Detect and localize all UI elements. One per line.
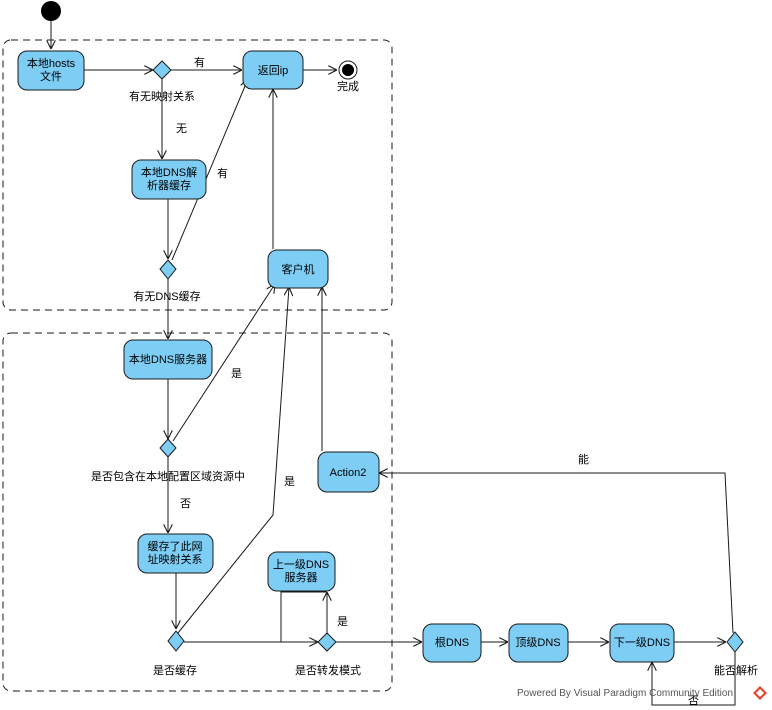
watermark-text: Powered By Visual Paradigm Community Edi… xyxy=(517,688,733,699)
decision-can-resolve[interactable] xyxy=(726,631,744,653)
decision-in-local-zone[interactable] xyxy=(159,438,177,458)
decision-has-mapping-label: 有无映射关系 xyxy=(129,89,195,103)
edge-label-no-2: 否 xyxy=(688,695,699,707)
initial-node xyxy=(41,1,61,21)
node-hosts-file[interactable]: 本地hosts 文件 xyxy=(17,50,85,91)
node-return-ip[interactable]: 返回ip xyxy=(242,50,304,90)
hosts-line2: 文件 xyxy=(40,69,62,83)
edge-zone-to-client xyxy=(172,284,275,442)
node-client[interactable]: 客户机 xyxy=(267,249,329,289)
upperdns-line1: 上一级DNS xyxy=(273,558,329,571)
node-next-dns[interactable]: 下一级DNS xyxy=(609,623,675,663)
edge-label-yes-2: 是 xyxy=(284,475,295,488)
edge-label-no-1: 否 xyxy=(180,498,191,510)
visual-paradigm-logo-icon xyxy=(753,686,767,700)
edge-label-has-2: 有 xyxy=(217,166,228,180)
svg-text:缓存了此网: 缓存了此网 xyxy=(148,539,203,553)
svg-text:址映射关系: 址映射关系 xyxy=(148,552,203,566)
upperdns-line2: 服务器 xyxy=(285,571,318,584)
edge-canresolve-to-action2 xyxy=(379,473,734,634)
svg-text:服务器: 服务器 xyxy=(285,571,318,584)
edges xyxy=(51,21,736,706)
node-action2[interactable]: Action2 xyxy=(317,451,380,493)
node-local-dns-server[interactable]: 本地DNS服务器 xyxy=(123,339,213,380)
final-label: 完成 xyxy=(337,79,359,93)
decision-in-local-zone-label: 是否包含在本地配置区域资源中 xyxy=(91,469,245,483)
cached-line2: 址映射关系 xyxy=(148,552,203,566)
cached-line1: 缓存了此网 xyxy=(148,539,203,553)
final-node xyxy=(338,60,358,80)
decision-has-dns-cache[interactable] xyxy=(159,259,177,280)
hosts-line1: 本地hosts xyxy=(27,56,76,70)
partition-client-side xyxy=(2,39,393,311)
edge-canresolve-no-loop xyxy=(652,652,736,706)
svg-text:本地hosts: 本地hosts xyxy=(27,56,76,70)
client-label: 客户机 xyxy=(282,262,315,276)
decision-is-cached-label: 是否缓存 xyxy=(153,663,197,677)
partition-server-side xyxy=(2,332,393,692)
edge-hascache-to-returnip xyxy=(171,79,248,261)
local-dns-server-label: 本地DNS服务器 xyxy=(129,352,207,366)
edge-label-yes-1: 是 xyxy=(231,367,242,380)
edge-label-yes-3: 是 xyxy=(337,615,348,628)
decision-can-resolve-label: 能否解析 xyxy=(714,663,758,677)
edge-label-has-1: 有 xyxy=(194,55,205,69)
return-ip-label: 返回ip xyxy=(258,64,289,77)
root-dns-label: 根DNS xyxy=(435,635,469,649)
edge-label-none-1: 无 xyxy=(176,123,187,135)
node-top-dns[interactable]: 顶级DNS xyxy=(508,623,569,663)
node-root-dns[interactable]: 根DNS xyxy=(422,623,482,663)
edge-label-can: 能 xyxy=(578,452,589,466)
node-cached-mapping[interactable]: 缓存了此网 址映射关系 xyxy=(137,533,214,574)
svg-text:本地DNS解: 本地DNS解 xyxy=(141,165,197,179)
decision-is-forward-mode[interactable] xyxy=(317,632,337,652)
decision-is-cached[interactable] xyxy=(167,630,185,652)
svg-text:析器缓存: 析器缓存 xyxy=(147,178,191,192)
node-local-dns-cache[interactable]: 本地DNS解 析器缓存 xyxy=(131,159,207,200)
action2-label: Action2 xyxy=(330,467,367,479)
next-dns-label: 下一级DNS xyxy=(614,636,670,649)
dnscache-line2: 析器缓存 xyxy=(147,178,191,192)
svg-text:上一级DNS: 上一级DNS xyxy=(273,558,329,571)
edge-upperdns-return xyxy=(280,591,327,642)
edge-iscached-to-client xyxy=(177,287,289,634)
decision-has-dns-cache-label: 有无DNS缓存 xyxy=(133,289,200,303)
decision-is-forward-mode-label: 是否转发模式 xyxy=(295,663,361,677)
decision-has-mapping[interactable] xyxy=(152,60,172,80)
top-dns-label: 顶级DNS xyxy=(515,636,560,649)
svg-text:文件: 文件 xyxy=(40,69,62,83)
dnscache-line1: 本地DNS解 xyxy=(141,165,197,179)
node-upper-dns[interactable]: 上一级DNS 服务器 xyxy=(267,551,336,592)
